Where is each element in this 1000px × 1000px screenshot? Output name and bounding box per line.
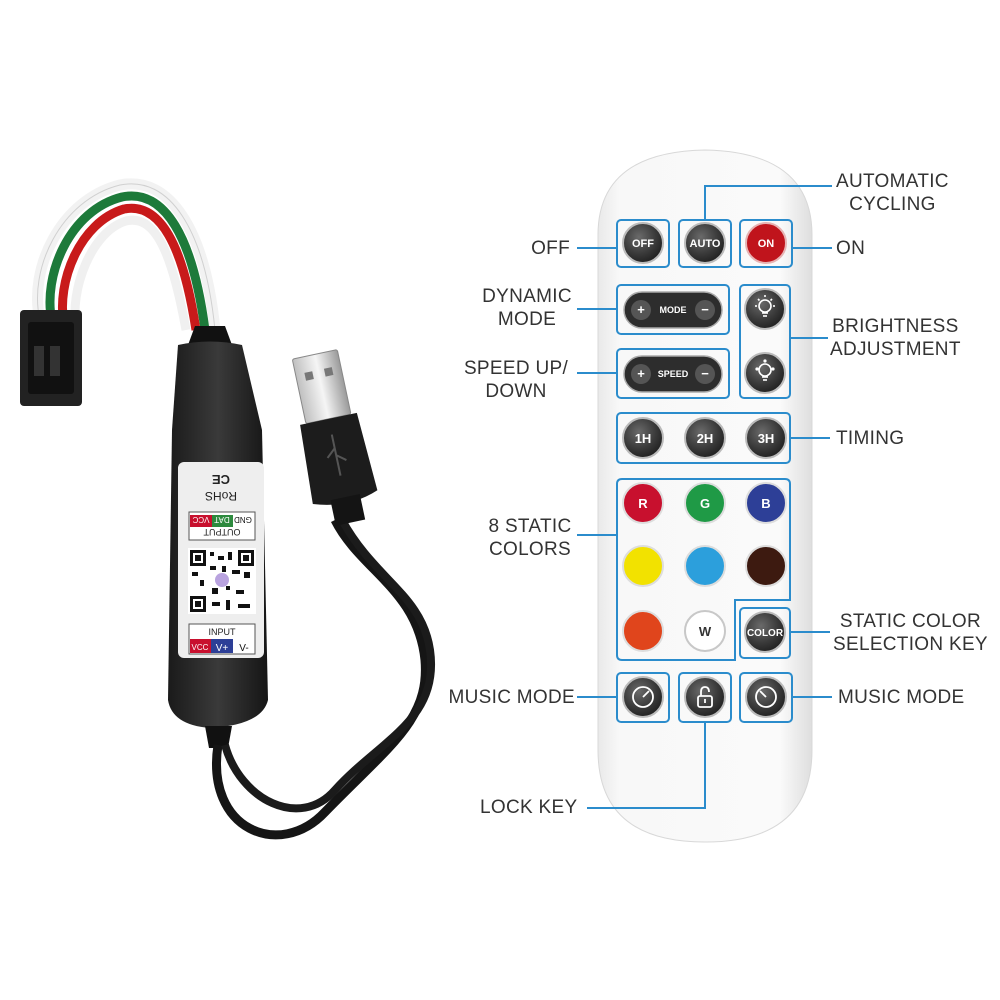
label-automatic-cycling: AUTOMATIC CYCLING (836, 171, 949, 215)
timer-3h-button[interactable]: 3H (745, 417, 787, 459)
speed-minus: − (701, 366, 709, 381)
on-button[interactable]: ON (745, 222, 787, 264)
label-music-mode-right: MUSIC MODE (838, 687, 965, 708)
callout-lines (577, 185, 832, 809)
mode-rocker[interactable]: + MODE − (623, 291, 723, 329)
color-white-button[interactable]: W (684, 610, 726, 652)
svg-text:VCC: VCC (192, 643, 209, 652)
bulb-bright-icon (755, 295, 775, 317)
label-static-color-key: STATIC COLOR SELECTION KEY (833, 611, 988, 655)
color-select-button[interactable]: COLOR (744, 611, 786, 653)
svg-text:2H: 2H (697, 431, 714, 446)
auto-button[interactable]: AUTO (684, 222, 726, 264)
music-dial-icon (755, 686, 777, 708)
timer-2h-button[interactable]: 2H (684, 417, 726, 459)
label-lock-key: LOCK KEY (480, 797, 578, 818)
mode-minus: − (701, 302, 709, 317)
svg-text:SPEED: SPEED (658, 369, 689, 379)
music-dial-icon (632, 686, 654, 708)
lock-icon (697, 686, 713, 708)
color-yellow-button[interactable] (622, 545, 664, 587)
brightness-up-button[interactable] (744, 288, 786, 330)
wire-red (58, 203, 201, 331)
qr-code (188, 548, 256, 614)
lock-button[interactable] (684, 676, 726, 718)
label-off: OFF (531, 238, 570, 259)
speed-rocker[interactable]: + SPEED − (623, 355, 723, 393)
label-speed: SPEED UP/ DOWN (463, 358, 569, 402)
label-dynamic-mode: DYNAMIC MODE (482, 286, 572, 330)
rohs-mark: RoHS (205, 489, 237, 503)
svg-text:OUTPUT: OUTPUT (203, 527, 241, 537)
svg-text:R: R (638, 496, 648, 511)
off-button[interactable]: OFF (622, 222, 664, 264)
svg-text:W: W (699, 624, 712, 639)
bulb-dim-icon (755, 359, 775, 381)
callout-frames (616, 219, 793, 723)
color-green-button[interactable]: G (684, 482, 726, 524)
timer-1h-button[interactable]: 1H (622, 417, 664, 459)
svg-text:1H: 1H (635, 431, 652, 446)
svg-text:G: G (700, 496, 710, 511)
svg-text:MODE: MODE (660, 305, 687, 315)
ce-mark: CE (212, 472, 230, 487)
music-mode-left-button[interactable] (622, 676, 664, 718)
label-music-mode-left: MUSIC MODE (448, 687, 575, 708)
svg-text:V+: V+ (216, 643, 229, 654)
label-static-colors: 8 STATIC COLORS (488, 516, 572, 560)
led-controller: CE RoHS OUTPUT GND DAT VCC INPUT (20, 178, 436, 840)
svg-text:DAT: DAT (214, 515, 230, 524)
label-brightness-adjustment: BRIGHTNESS ADJUSTMENT (830, 316, 961, 360)
svg-text:VCC: VCC (192, 515, 209, 524)
svg-text:V-: V- (239, 643, 248, 654)
color-sky-button[interactable] (684, 545, 726, 587)
color-brown-button[interactable] (745, 545, 787, 587)
svg-text:AUTO: AUTO (690, 238, 721, 250)
color-blue-button[interactable]: B (745, 482, 787, 524)
svg-text:ON: ON (758, 238, 775, 250)
mode-plus: + (637, 302, 645, 317)
label-timing: TIMING (836, 428, 905, 449)
brightness-down-button[interactable] (744, 352, 786, 394)
wire-green (45, 191, 210, 331)
svg-text:3H: 3H (758, 431, 775, 446)
color-red-button[interactable]: R (622, 482, 664, 524)
svg-text:GND: GND (234, 515, 252, 524)
label-on: ON (836, 238, 866, 259)
usb-plug (292, 349, 378, 526)
speed-plus: + (637, 366, 645, 381)
color-orange-button[interactable] (622, 610, 664, 652)
svg-text:COLOR: COLOR (747, 628, 784, 639)
svg-text:B: B (761, 496, 770, 511)
svg-text:OFF: OFF (632, 238, 654, 250)
svg-text:INPUT: INPUT (209, 627, 237, 637)
music-mode-right-button[interactable] (745, 676, 787, 718)
